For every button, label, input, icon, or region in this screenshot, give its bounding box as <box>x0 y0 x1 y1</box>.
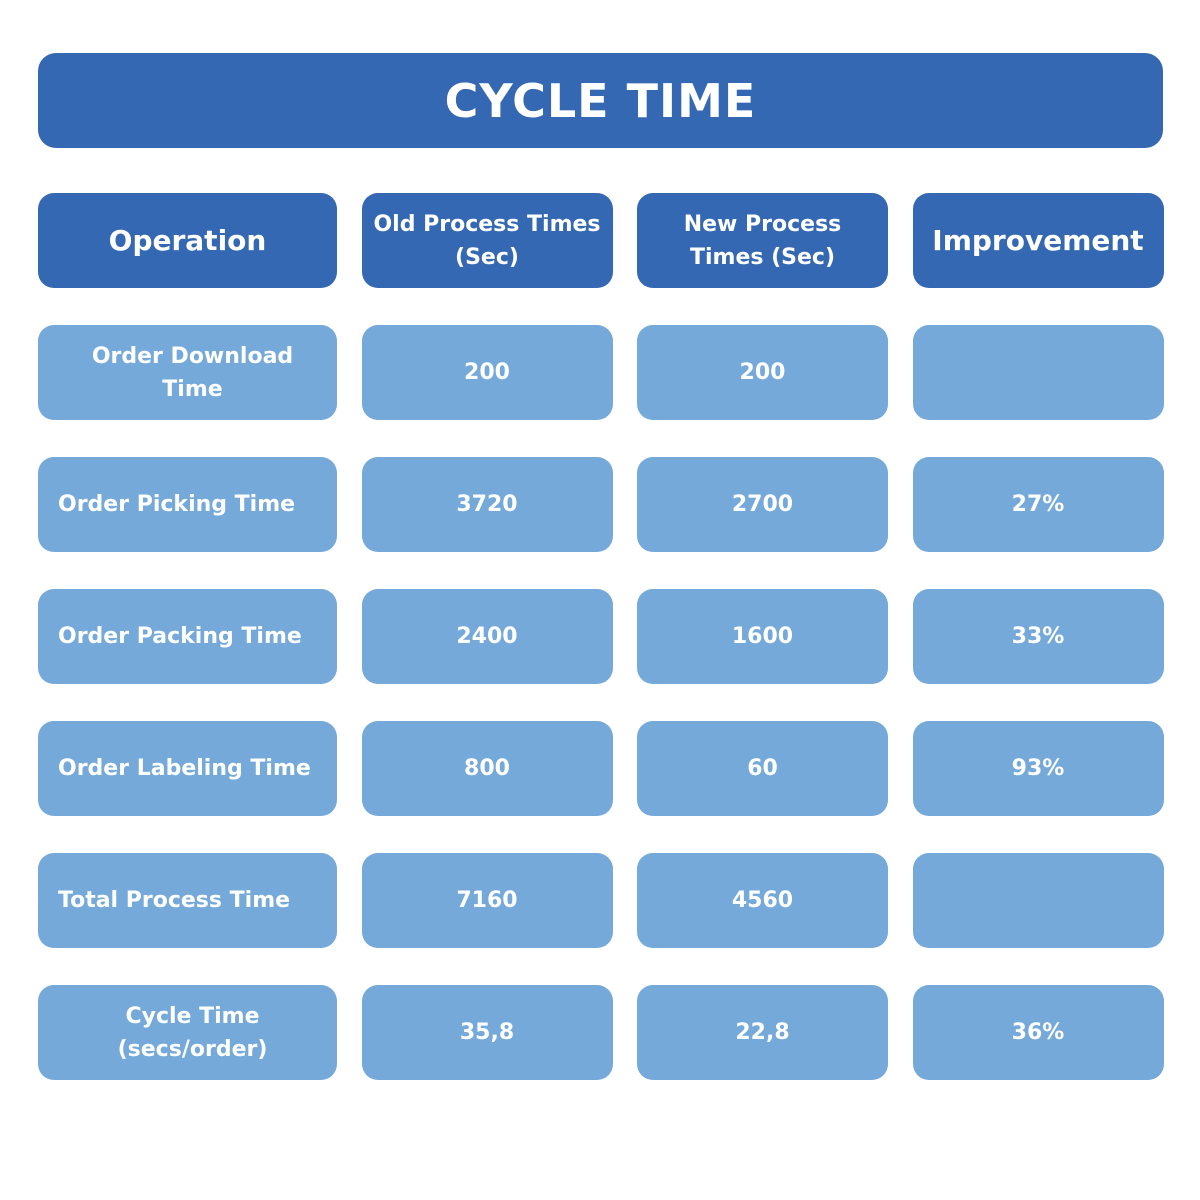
row-improvement <box>912 853 1164 948</box>
row-old-value: 3720 <box>361 457 613 552</box>
row-operation: Order Labeling Time <box>38 721 337 816</box>
row-improvement: 27% <box>912 457 1164 552</box>
row-operation: Order Download Time <box>38 325 337 420</box>
row-operation: Order Packing Time <box>38 589 337 684</box>
row-old-value: 2400 <box>361 589 613 684</box>
column-header-old-process-times: Old Process Times (Sec) <box>361 193 613 288</box>
row-new-value: 200 <box>637 325 888 420</box>
row-old-value: 35,8 <box>361 985 613 1080</box>
column-header-improvement: Improvement <box>912 193 1164 288</box>
row-new-value: 2700 <box>637 457 888 552</box>
page-title: CYCLE TIME <box>38 53 1163 148</box>
row-improvement: 93% <box>912 721 1164 816</box>
row-old-value: 7160 <box>361 853 613 948</box>
row-operation: Total Process Time <box>38 853 337 948</box>
row-old-value: 800 <box>361 721 613 816</box>
row-operation: Cycle Time (secs/order) <box>38 985 337 1080</box>
row-new-value: 60 <box>637 721 888 816</box>
row-improvement: 33% <box>912 589 1164 684</box>
column-header-new-process-times: New Process Times (Sec) <box>637 193 888 288</box>
row-operation: Order Picking Time <box>38 457 337 552</box>
row-new-value: 1600 <box>637 589 888 684</box>
row-new-value: 4560 <box>637 853 888 948</box>
row-improvement <box>912 325 1164 420</box>
row-old-value: 200 <box>361 325 613 420</box>
cycle-time-table: Operation Old Process Times (Sec) New Pr… <box>38 193 1164 1080</box>
row-improvement: 36% <box>912 985 1164 1080</box>
row-new-value: 22,8 <box>637 985 888 1080</box>
column-header-operation: Operation <box>38 193 337 288</box>
